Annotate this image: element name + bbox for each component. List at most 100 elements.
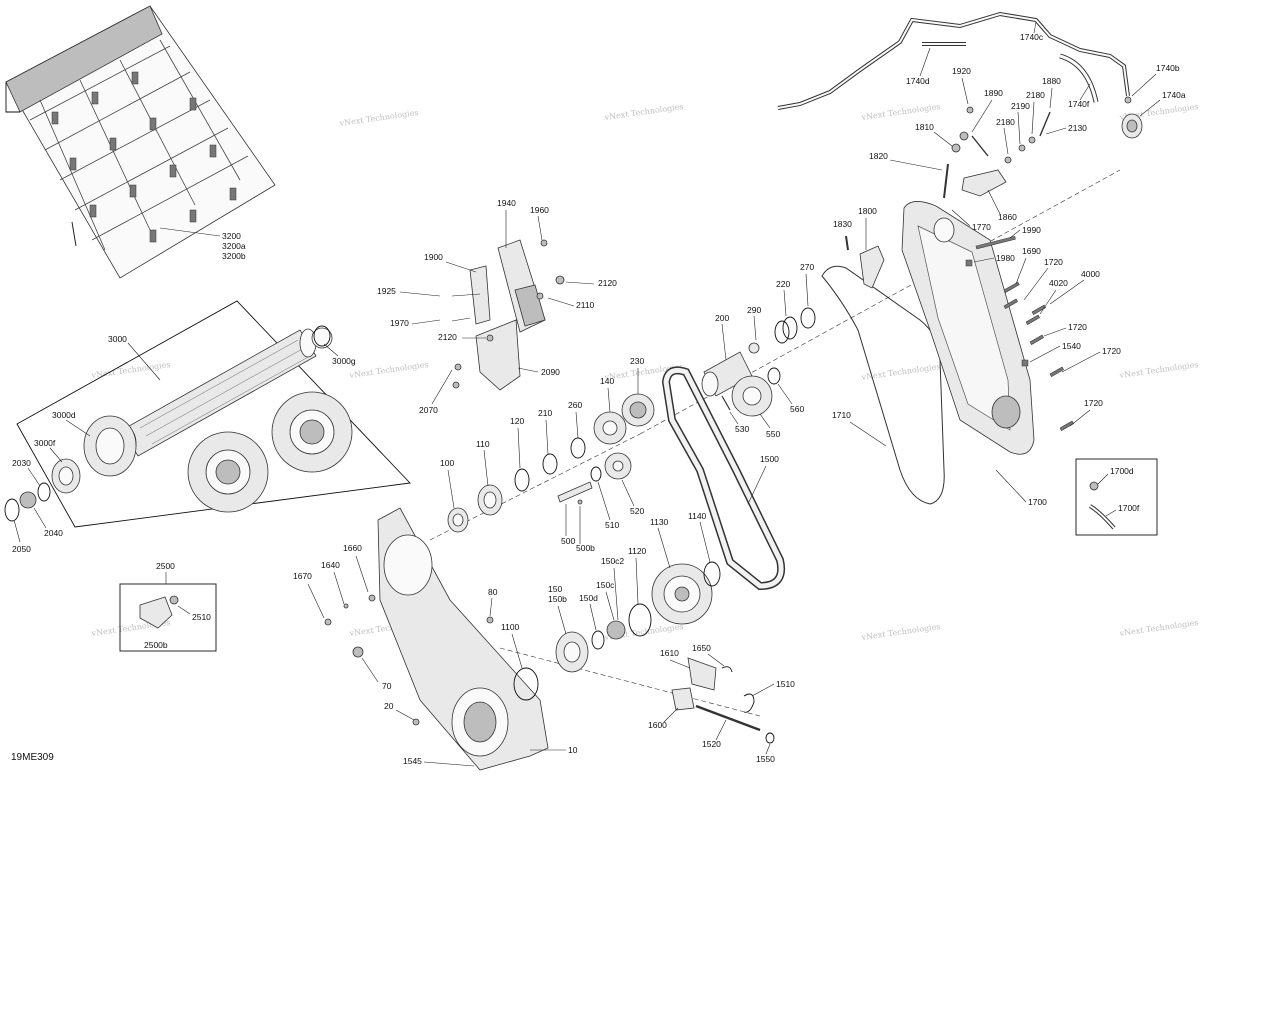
callout-1720-b: 1720 (1068, 322, 1087, 332)
callout-2180-a: 2180 (1026, 90, 1045, 100)
callout-2030: 2030 (12, 458, 31, 468)
rod-1520 (695, 704, 761, 732)
callout-2070: 2070 (419, 405, 438, 415)
cover-bolts (965, 236, 1074, 431)
callout-1925: 1925 (377, 286, 396, 296)
callout-2120-b: 2120 (438, 332, 457, 342)
callout-1670: 1670 (293, 571, 312, 581)
callout-20: 20 (384, 701, 394, 711)
callout-1920: 1920 (952, 66, 971, 76)
bracket-1860 (961, 169, 1007, 197)
callout-1820: 1820 (869, 151, 888, 161)
bolt-1890 (971, 135, 989, 157)
callout-220: 220 (776, 279, 790, 289)
watermark: vNext Technologies (860, 362, 941, 382)
chaincase-housing (377, 507, 549, 771)
callout-150c2: 150c2 (601, 556, 624, 566)
clip-1550 (765, 732, 775, 744)
callout-1120: 1120 (628, 546, 647, 556)
callout-1740b: 1740b (1156, 63, 1180, 73)
callout-500: 500 (561, 536, 575, 546)
callout-1860: 1860 (998, 212, 1017, 222)
bracket-2090 (475, 319, 521, 391)
ring-210 (542, 453, 558, 475)
ring-270 (800, 307, 816, 329)
callout-150b: 150b (548, 594, 567, 604)
callout-270: 270 (800, 262, 814, 272)
sprocket-left (187, 431, 269, 513)
inset-1700-frame (1075, 458, 1158, 536)
ring-2050 (4, 498, 20, 522)
callout-1830: 1830 (833, 219, 852, 229)
callout-3000f: 3000f (34, 438, 56, 448)
watermark: vNext Technologies (90, 360, 171, 380)
callout-3000g: 3000g (332, 356, 356, 366)
ring-120 (514, 468, 530, 492)
callout-2500b: 2500b (144, 640, 168, 650)
callout-230: 230 (630, 356, 644, 366)
diagram-code: 19ME309 (11, 752, 54, 763)
vent-hose-1740 (777, 11, 1143, 139)
ring-220-b (782, 316, 798, 340)
watermark: vNext Technologies (348, 360, 429, 380)
callout-1640: 1640 (321, 560, 340, 570)
drive-axle-group-frame (16, 300, 411, 528)
callout-1540: 1540 (1062, 341, 1081, 351)
watermark: vNext Technologies (860, 622, 941, 642)
chain-1500 (661, 366, 785, 591)
callout-200: 200 (715, 313, 729, 323)
callout-1100: 1100 (501, 622, 520, 632)
bearing-150 (555, 631, 589, 673)
callout-150d: 150d (579, 593, 598, 603)
track-assembly (5, 5, 276, 279)
callout-1800: 1800 (858, 206, 877, 216)
callout-1610: 1610 (660, 648, 679, 658)
callout-2500: 2500 (156, 561, 175, 571)
bolt-1820 (943, 163, 949, 199)
inset-2500-frame (119, 583, 217, 652)
gear-230 (621, 393, 655, 427)
ring-260 (570, 437, 586, 459)
callout-3200a: 3200a (222, 241, 246, 251)
callout-2180-b: 2180 (996, 117, 1015, 127)
callout-3200b: 3200b (222, 251, 246, 261)
axis-lower-shaft (499, 647, 761, 717)
washer-560 (767, 367, 781, 385)
watermark: vNext Technologies (1118, 360, 1199, 380)
sensor-1810 (951, 143, 961, 153)
callout-1660: 1660 (343, 543, 362, 553)
callout-290: 290 (747, 305, 761, 315)
callout-140: 140 (600, 376, 614, 386)
tensioner-1610 (687, 657, 717, 691)
callout-3000: 3000 (108, 334, 127, 344)
callout-1500: 1500 (760, 454, 779, 464)
nut-150c (606, 620, 626, 640)
callout-210: 210 (538, 408, 552, 418)
callout-1130: 1130 (650, 517, 669, 527)
callout-1140: 1140 (688, 511, 707, 521)
ring-1100 (513, 667, 539, 701)
watermark: vNext Technologies (860, 102, 941, 122)
callout-150: 150 (548, 584, 562, 594)
callout-1720-d: 1720 (1084, 398, 1103, 408)
callout-260: 260 (568, 400, 582, 410)
gasket-1710 (821, 265, 945, 505)
callout-3000d: 3000d (52, 410, 76, 420)
callout-1880: 1880 (1042, 76, 1061, 86)
callout-1550: 1550 (756, 754, 775, 764)
pin-530 (721, 395, 731, 411)
watermark: vNext Technologies (603, 102, 684, 122)
sprocket-550 (731, 375, 773, 417)
bolt-1880 (1039, 111, 1051, 137)
callout-500b: 500b (576, 543, 595, 553)
callout-1980: 1980 (996, 253, 1015, 263)
washer-510 (590, 466, 602, 482)
watermark: vNext Technologies (1118, 618, 1199, 638)
callout-2510: 2510 (192, 612, 211, 622)
callout-1740a: 1740a (1162, 90, 1186, 100)
callout-1510: 1510 (776, 679, 795, 689)
callout-1960: 1960 (530, 205, 549, 215)
callout-80: 80 (488, 587, 498, 597)
callout-110: 110 (476, 439, 490, 449)
